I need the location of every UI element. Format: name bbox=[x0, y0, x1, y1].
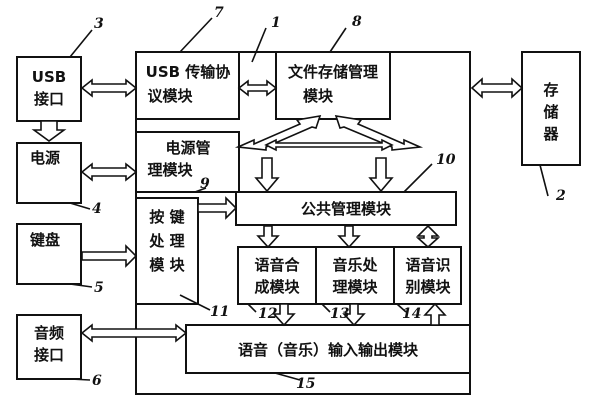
audio-port-label-1: 音频 bbox=[34, 324, 64, 342]
public-recog-arrow bbox=[415, 224, 441, 249]
audio-io-label: 语音（音乐）输入输出模块 bbox=[238, 341, 419, 359]
keyboard-label: 键盘 bbox=[29, 231, 60, 249]
ref-num-1: 1 bbox=[271, 15, 281, 31]
public-mgmt-label: 公共管理模块 bbox=[301, 200, 392, 218]
usb-port-label-2: 接口 bbox=[34, 90, 64, 108]
leader-15 bbox=[274, 372, 301, 381]
key-processing-label-3: 模 块 bbox=[149, 256, 185, 274]
storage-public-tri-arrow bbox=[234, 114, 322, 151]
ref-num-14: 14 bbox=[402, 306, 421, 322]
key-processing-label-1: 按 键 bbox=[149, 208, 184, 226]
down-arrow-right bbox=[368, 157, 394, 193]
speech-synth-label-2: 成模块 bbox=[254, 278, 300, 296]
speech-recog-label-2: 别模块 bbox=[404, 278, 451, 296]
ref-num-6: 6 bbox=[92, 373, 102, 389]
power-box bbox=[16, 142, 82, 204]
storage-public-tri-arrow-base bbox=[264, 138, 394, 152]
leader-2 bbox=[539, 164, 549, 197]
ref-num-7: 7 bbox=[214, 5, 224, 21]
audio-io-module bbox=[185, 324, 471, 374]
music-proc-module bbox=[315, 246, 395, 305]
leader-7 bbox=[179, 17, 213, 53]
ref-num-3: 3 bbox=[94, 16, 104, 32]
leader-5 bbox=[69, 283, 93, 288]
storage-public-tri-arrow-right bbox=[334, 115, 424, 151]
power-mgmt-label-2: 理模块 bbox=[147, 161, 193, 179]
power-mgmt-public-arrow bbox=[197, 196, 238, 220]
leader-10 bbox=[403, 163, 433, 193]
keyboard-key-arrow bbox=[81, 244, 138, 268]
usb-port-power-arrow bbox=[31, 120, 67, 142]
ref-num-10: 10 bbox=[436, 152, 456, 168]
audio-port-label-2: 接口 bbox=[34, 346, 64, 364]
leader-9 bbox=[194, 187, 207, 193]
ref-num-5: 5 bbox=[94, 280, 104, 296]
music-proc-label-2: 理模块 bbox=[332, 278, 378, 296]
usb-protocol-label-1: USB 传输协 bbox=[146, 63, 231, 81]
power-mgmt-module bbox=[135, 131, 240, 193]
ref-num-13: 13 bbox=[330, 306, 350, 322]
protocol-file-storage-arrow bbox=[237, 79, 278, 97]
leader-3 bbox=[69, 29, 93, 58]
ref-num-8: 8 bbox=[352, 14, 362, 30]
storage-label-3: 器 bbox=[542, 125, 559, 143]
key-processing-label-2: 处 理 bbox=[148, 232, 184, 250]
audio-port-box bbox=[16, 314, 82, 380]
speech-recog-label-1: 语音识 bbox=[405, 256, 450, 274]
usb-port-box bbox=[16, 56, 82, 122]
ref-num-11: 11 bbox=[210, 304, 229, 320]
storage-label-1: 存 bbox=[543, 81, 558, 99]
leader-4 bbox=[69, 202, 91, 210]
ref-num-12: 12 bbox=[258, 306, 278, 322]
music-proc-label-1: 音乐处 bbox=[332, 256, 378, 274]
main-storage-arrow bbox=[470, 77, 524, 99]
usb-protocol-label-2: 议模块 bbox=[147, 87, 193, 105]
audio-port-io-arrow bbox=[80, 323, 188, 343]
ref-num-9: 9 bbox=[200, 176, 210, 192]
ref-num-4: 4 bbox=[92, 201, 102, 217]
public-music-arrow bbox=[337, 225, 361, 249]
ref-num-2: 2 bbox=[555, 188, 566, 204]
usb-protocol-module bbox=[135, 51, 240, 120]
public-synth-arrow bbox=[256, 225, 280, 249]
keyboard-box bbox=[16, 223, 82, 285]
io-recog-arrow bbox=[423, 302, 447, 326]
power-power-mgmt-arrow bbox=[80, 162, 138, 182]
leader-11 bbox=[179, 294, 211, 311]
usb-port-protocol-arrow bbox=[80, 78, 138, 98]
music-io-arrow bbox=[342, 303, 366, 327]
leader-1 bbox=[251, 27, 267, 63]
leader-12 bbox=[247, 303, 257, 313]
leader-6 bbox=[69, 378, 91, 381]
leader-8 bbox=[329, 27, 347, 53]
speech-synth-label-1: 语音合 bbox=[254, 256, 300, 274]
leader-14 bbox=[396, 303, 407, 313]
synth-io-arrow bbox=[272, 303, 296, 327]
file-storage-label-1: 文件存储管理 bbox=[288, 63, 378, 81]
ref-num-15: 15 bbox=[296, 376, 315, 392]
file-storage-label-2: 模块 bbox=[303, 87, 334, 105]
speech-recog-module bbox=[393, 246, 462, 305]
file-storage-module bbox=[275, 51, 391, 120]
power-label: 电源 bbox=[30, 149, 60, 167]
storage-label-2: 储 bbox=[543, 103, 558, 121]
leader-13 bbox=[321, 303, 331, 313]
key-processing-module bbox=[135, 197, 199, 305]
power-mgmt-label-1: 电源管 bbox=[165, 139, 210, 157]
down-arrow-left bbox=[254, 157, 280, 193]
usb-port-label-1: USB bbox=[32, 68, 66, 86]
storage-box bbox=[521, 51, 581, 166]
